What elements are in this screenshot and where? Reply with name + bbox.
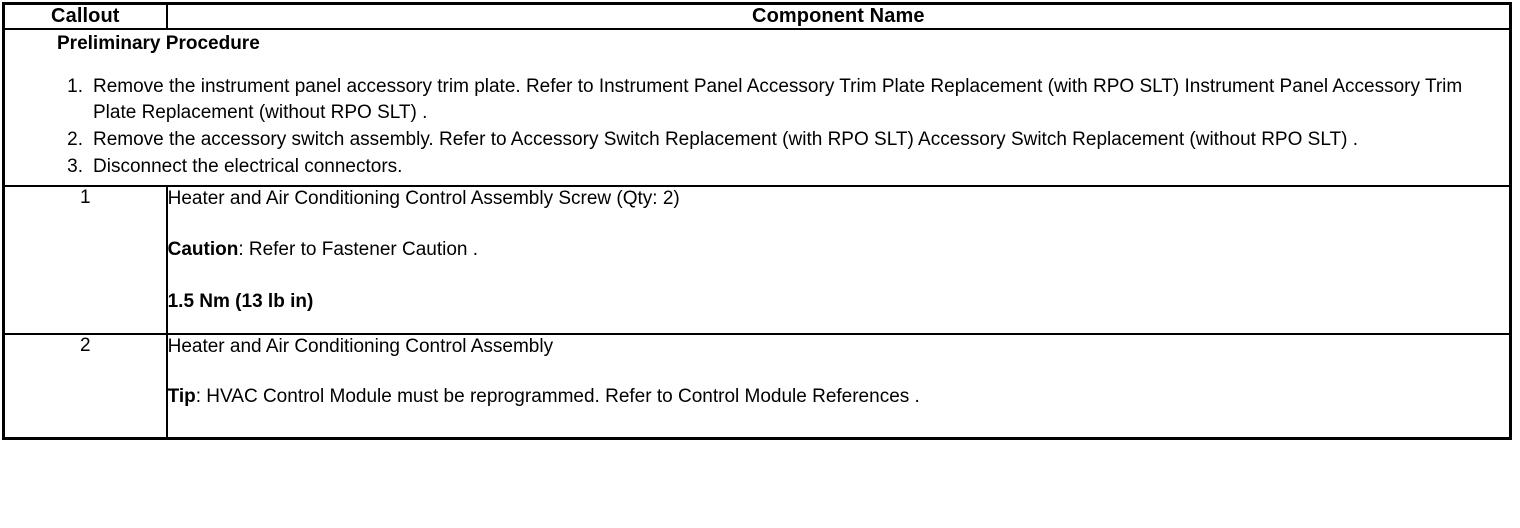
- table-header-row: Callout Component Name: [2, 2, 1512, 30]
- caution-label: Caution: [167, 239, 239, 261]
- tip-note: Tip: HVAC Control Module must be reprogr…: [168, 385, 1509, 410]
- callout-number: 2: [2, 332, 168, 440]
- component-name-text: Heater and Air Conditioning Control Asse…: [167, 335, 554, 357]
- callout-component-table: Callout Component Name Preliminary Proce…: [2, 2, 1512, 441]
- column-header-callout: Callout: [2, 2, 168, 30]
- table-header: Callout Component Name: [2, 2, 1512, 30]
- component-description-cell: Heater and Air Conditioning Control Asse…: [165, 184, 1512, 335]
- table-body: Preliminary Procedure Remove the instrum…: [2, 28, 1512, 440]
- table-row: 1 Heater and Air Conditioning Control As…: [2, 184, 1512, 335]
- tip-text: : HVAC Control Module must be reprogramm…: [195, 386, 920, 408]
- component-name-text: Heater and Air Conditioning Control Asse…: [167, 187, 680, 209]
- torque-spec: 1.5 Nm (13 lb in): [167, 291, 314, 312]
- preliminary-procedure-row: Preliminary Procedure Remove the instrum…: [2, 28, 1512, 187]
- list-item: Remove the instrument panel accessory tr…: [57, 74, 1463, 123]
- column-header-component-name: Component Name: [165, 2, 1512, 30]
- preliminary-procedure-list: Remove the instrument panel accessory tr…: [5, 74, 1509, 181]
- caution-note: Caution: Refer to Fastener Caution .: [168, 238, 1509, 263]
- callout-number: 1: [2, 184, 168, 335]
- list-item: Remove the accessory switch assembly. Re…: [57, 127, 1358, 153]
- component-description-cell: Heater and Air Conditioning Control Asse…: [165, 332, 1512, 440]
- table-row: 2 Heater and Air Conditioning Control As…: [2, 332, 1512, 440]
- tip-label: Tip: [167, 386, 196, 408]
- preliminary-procedure-title: Preliminary Procedure: [57, 33, 260, 54]
- preliminary-procedure-cell: Preliminary Procedure Remove the instrum…: [2, 28, 1512, 187]
- list-item: Disconnect the electrical connectors.: [57, 154, 403, 180]
- caution-text: : Refer to Fastener Caution .: [238, 239, 479, 261]
